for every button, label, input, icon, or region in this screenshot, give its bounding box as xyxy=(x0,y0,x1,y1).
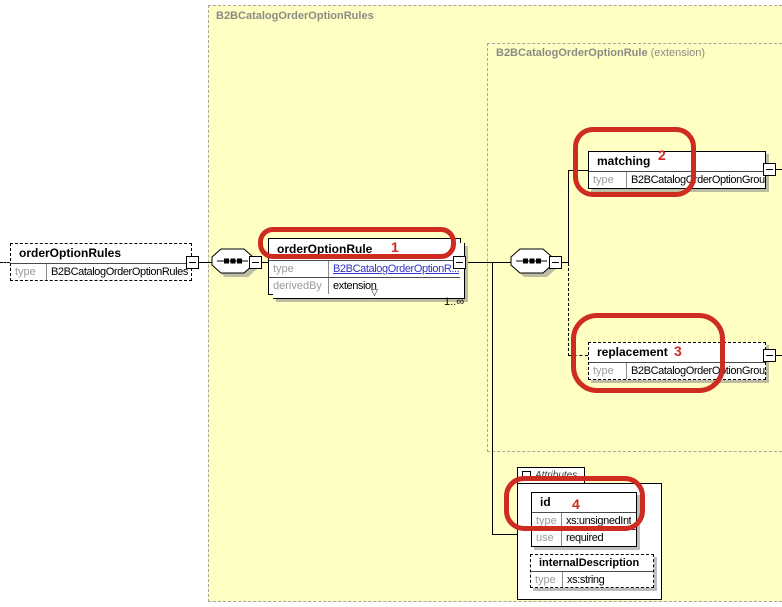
attributes-tab[interactable]: Attributes xyxy=(517,467,585,484)
element-name: matching xyxy=(597,154,651,168)
attributes-label: Attributes xyxy=(535,470,578,481)
row-value: xs:string xyxy=(567,573,605,586)
connector-line-to-replacement xyxy=(568,355,588,356)
connector-line xyxy=(562,262,568,263)
row-label: type xyxy=(589,363,627,379)
annotation-number-4: 4 xyxy=(572,496,580,512)
row-label: use xyxy=(532,530,562,546)
row-value: required xyxy=(566,532,604,544)
collapse-toggle-icon[interactable] xyxy=(249,256,262,269)
inner-container-extension-suffix: (extension) xyxy=(650,47,706,59)
element-name: replacement xyxy=(597,345,668,359)
connector-line xyxy=(0,262,10,263)
collapse-toggle-icon[interactable] xyxy=(763,163,776,176)
connector-line-to-matching xyxy=(568,170,588,171)
connector-line xyxy=(262,262,268,263)
collapse-toggle-icon[interactable] xyxy=(453,256,466,269)
element-orderOptionRule[interactable]: orderOptionRule type B2BCatalogOrderOpti… xyxy=(268,238,465,299)
repeat-marker-icon: ▽ xyxy=(371,287,378,297)
inner-container-name: B2BCatalogOrderOptionRule xyxy=(496,47,648,59)
outer-container-label: B2BCatalogOrderOptionRules xyxy=(216,10,374,22)
inner-container-label: B2BCatalogOrderOptionRule (extension) xyxy=(496,47,705,59)
attribute-name: id xyxy=(540,495,551,509)
connector-line xyxy=(199,262,215,263)
connector-line xyxy=(776,355,782,356)
annotation-number-3: 3 xyxy=(674,343,682,359)
sequence-compositor-icon[interactable] xyxy=(510,248,558,280)
row-label: derivedBy xyxy=(269,278,329,294)
row-label: type xyxy=(269,261,329,277)
connector-line-to-attributes xyxy=(492,263,493,534)
annotation-number-1: 1 xyxy=(391,239,399,255)
connector-line-to-attributes xyxy=(492,534,517,535)
row-value: B2BCatalogOrderOptionGroup xyxy=(631,174,765,186)
collapse-toggle-icon[interactable] xyxy=(186,256,199,269)
element-replacement[interactable]: replacement type B2BCatalogOrderOptionGr… xyxy=(588,342,766,380)
sequence-compositor-icon[interactable] xyxy=(211,248,259,280)
connector-line xyxy=(776,169,782,170)
type-link[interactable]: B2BCatalogOrderOptionR... xyxy=(333,263,460,275)
row-label: type xyxy=(589,172,627,188)
connector-line xyxy=(466,262,512,263)
row-label: type xyxy=(11,264,47,280)
element-name: orderOptionRules xyxy=(19,246,122,260)
row-value: B2BCatalogOrderOptionRules xyxy=(51,266,188,278)
attribute-internalDescription[interactable]: internalDescription type xs:string xyxy=(530,554,654,588)
collapse-toggle-icon[interactable] xyxy=(549,256,562,269)
connector-line-to-replacement xyxy=(568,263,569,356)
attribute-id[interactable]: id type xs:unsignedInt use required xyxy=(531,492,637,547)
element-matching[interactable]: matching type B2BCatalogOrderOptionGroup xyxy=(588,151,766,189)
occurrence-indicator: 1..∞ xyxy=(444,296,465,308)
attribute-name: internalDescription xyxy=(539,557,640,569)
element-orderOptionRules[interactable]: orderOptionRules type B2BCatalogOrderOpt… xyxy=(10,243,192,281)
complex-type-container-rule-extension xyxy=(487,43,782,452)
row-value: B2BCatalogOrderOptionGroup xyxy=(631,365,765,377)
connector-line-to-matching xyxy=(568,170,569,263)
complex-type-container-rules xyxy=(208,5,782,602)
row-label: type xyxy=(531,572,563,587)
row-value: extension xyxy=(333,280,377,292)
row-label: type xyxy=(532,513,562,529)
collapse-toggle-icon[interactable] xyxy=(763,349,776,362)
attribute-checkbox-icon xyxy=(522,471,531,480)
row-value: xs:unsignedInt xyxy=(566,515,632,527)
annotation-number-2: 2 xyxy=(658,147,666,163)
element-name: orderOptionRule xyxy=(277,242,373,256)
